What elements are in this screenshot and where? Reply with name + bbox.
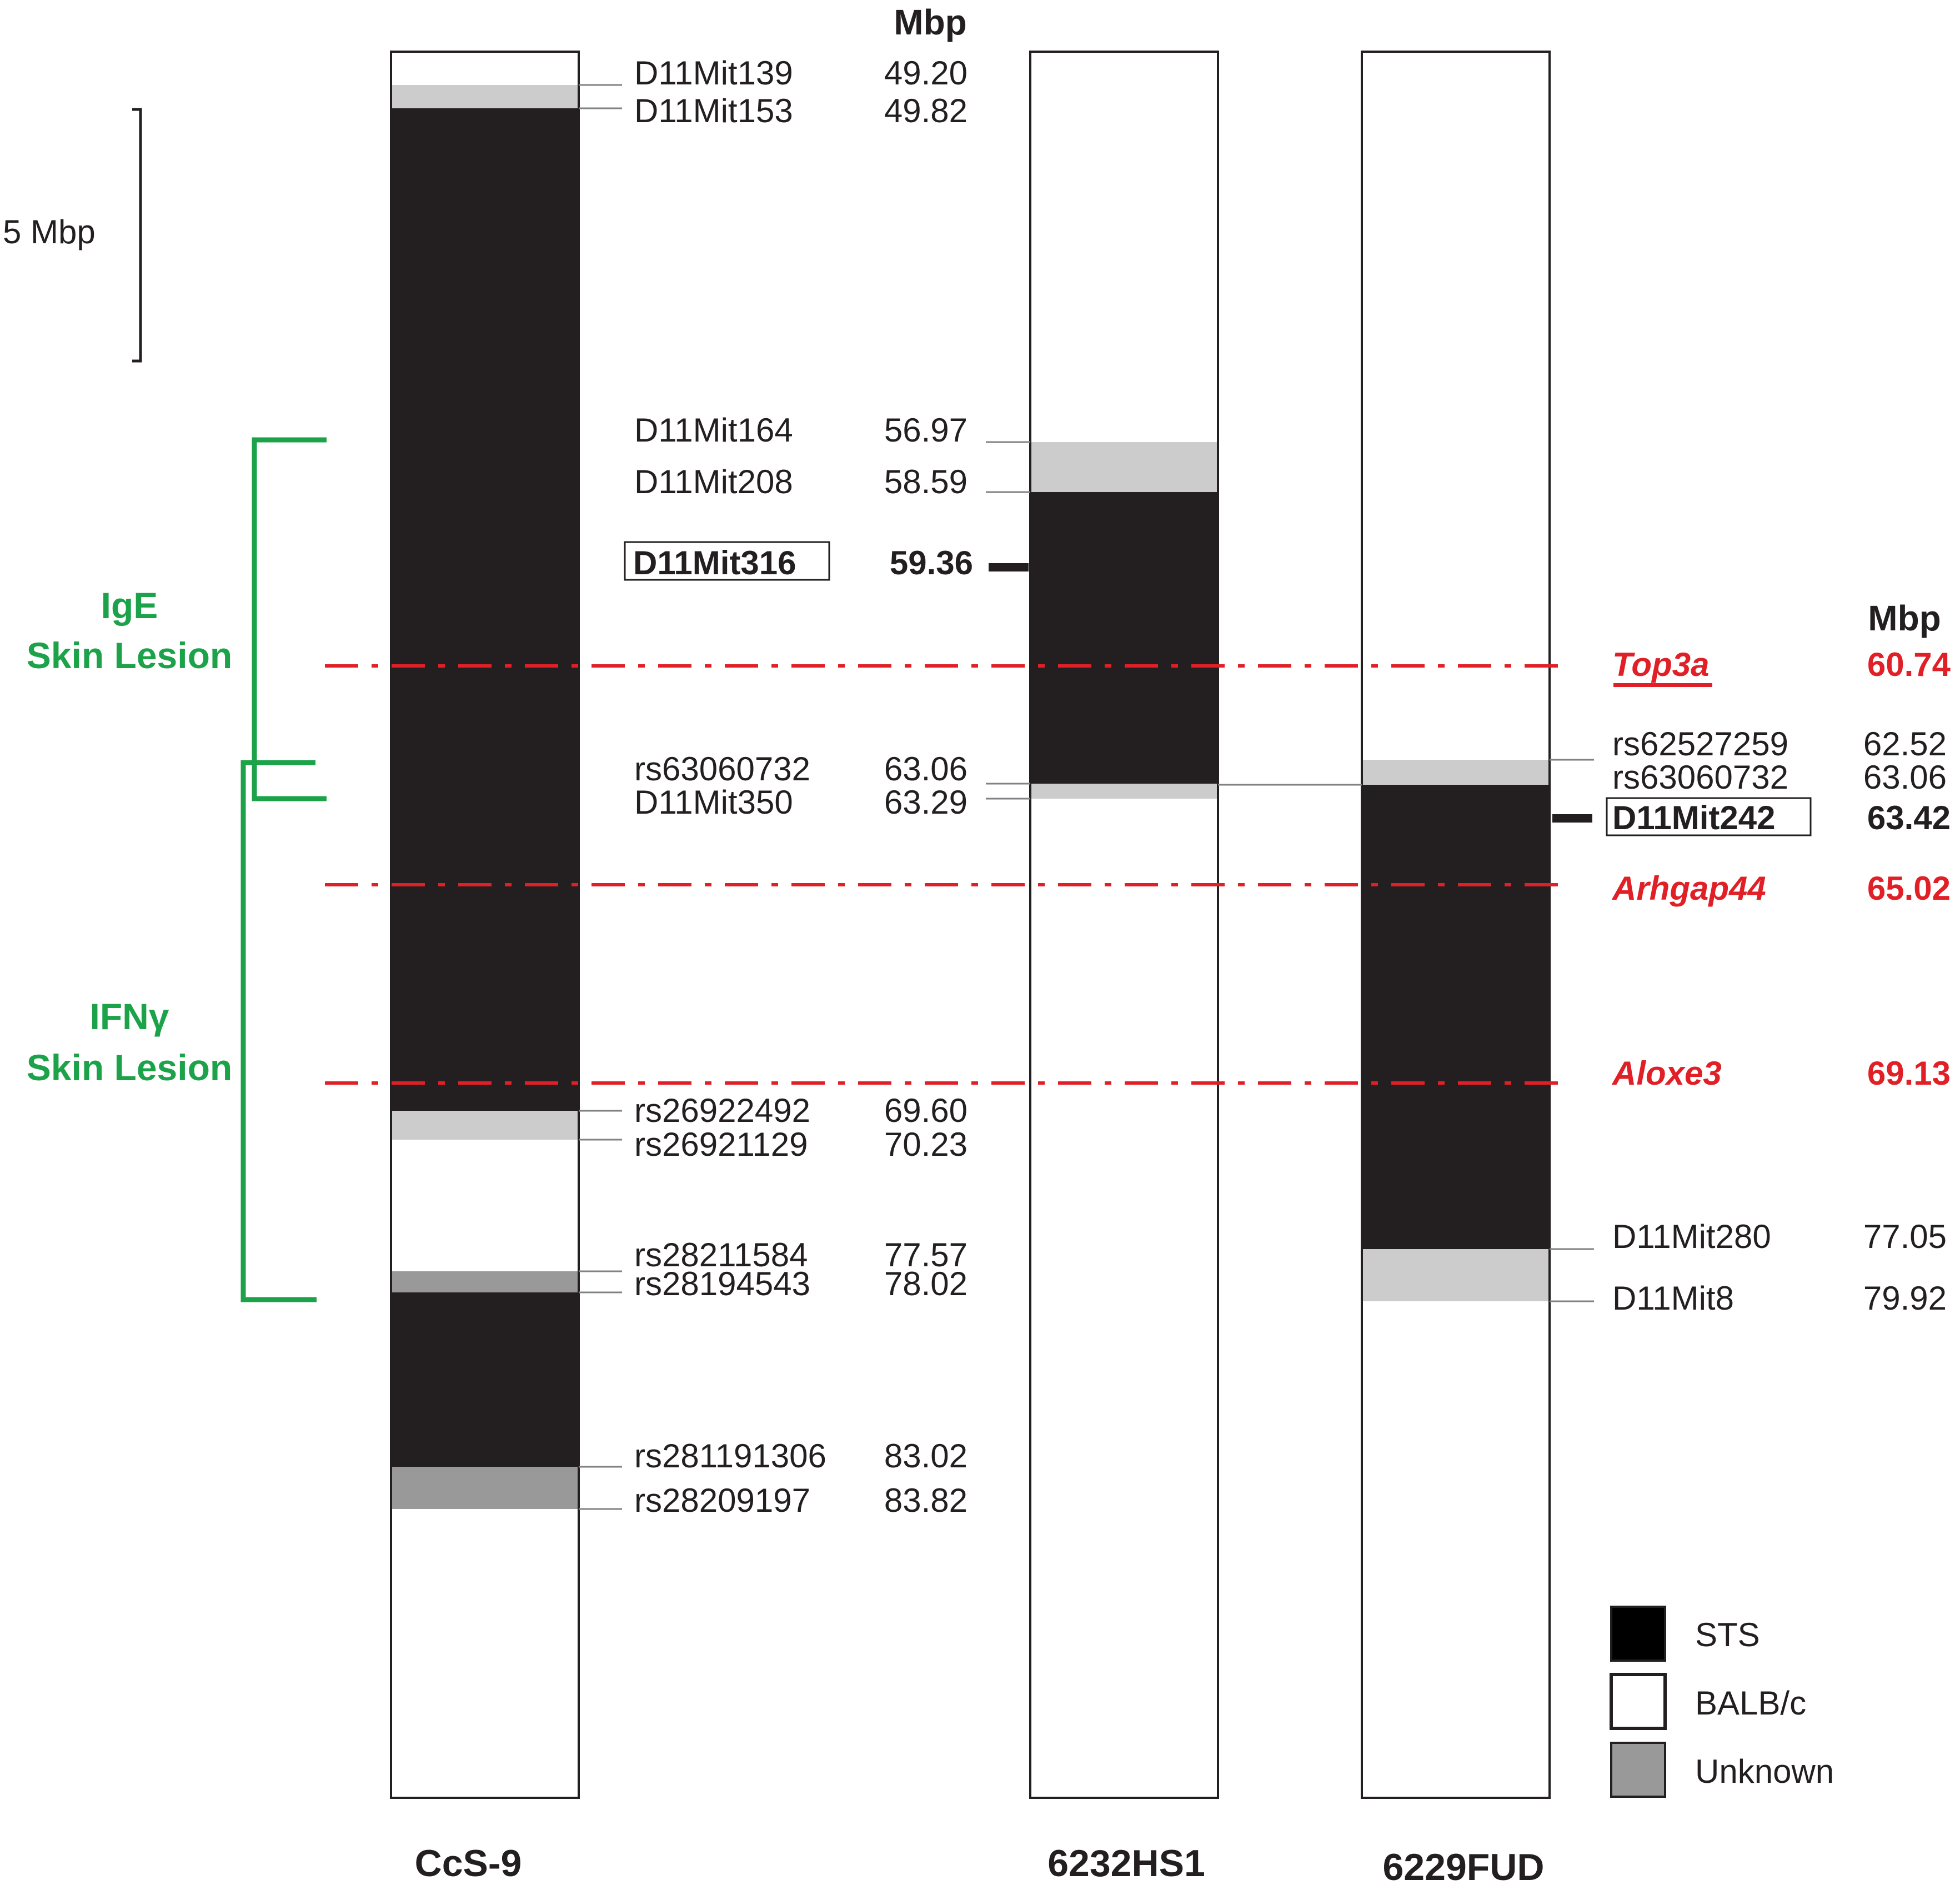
ige-bracket (252, 437, 327, 801)
segment-unknown (391, 1111, 579, 1140)
marker-name: D11Mit139 (634, 54, 793, 92)
marker-mbp-highlight: 59.36 (890, 544, 973, 581)
mbp-header-right: Mbp (1868, 598, 1941, 638)
segment-sts (1362, 785, 1550, 1249)
legend-swatch-sts (1610, 1606, 1666, 1662)
marker-name: D11Mit208 (634, 463, 793, 500)
segment-unknown (391, 85, 579, 108)
qtl-label-line2: Skin Lesion (27, 635, 232, 676)
legend-label: BALB/c (1695, 1685, 1806, 1722)
marker-mbp: 79.92 (1863, 1280, 1947, 1317)
d11mit242-tick (1552, 814, 1592, 823)
segment-unknown (391, 1467, 579, 1509)
marker-name-highlight: D11Mit242 (1612, 799, 1776, 836)
marker-name: rs62527259 (1612, 725, 1788, 763)
scale-bar-label: 5 Mbp (3, 213, 96, 250)
marker-mbp: 63.29 (884, 784, 968, 821)
d11mit316-box (624, 541, 830, 581)
qtl-label-line1: IgE (101, 585, 158, 626)
ccs9-marker-ticks (579, 84, 1594, 1510)
segment-unknown (1030, 442, 1218, 492)
marker-name: rs63060732 (1612, 759, 1788, 796)
gene-lines (325, 664, 1562, 1085)
marker-name: rs28209197 (634, 1482, 810, 1519)
ccs9-marker-labels: D11Mit139 49.20 D11Mit153 49.82 D11Mit16… (624, 54, 973, 1519)
legend-label: Unknown (1695, 1753, 1834, 1790)
segment-unknown (1030, 784, 1218, 799)
marker-name: rs281191306 (634, 1437, 826, 1475)
marker-name-highlight: D11Mit316 (633, 544, 796, 581)
marker-mbp: 69.60 (884, 1092, 968, 1129)
legend: STS BALB/c Unknown (1610, 1606, 1834, 1798)
qtl-labels: IgE Skin Lesion IFNγ Skin Lesion (27, 585, 232, 1088)
qtl-label-line2: Skin Lesion (27, 1047, 232, 1088)
scale-bar: 5 Mbp (3, 108, 142, 363)
ifng-bracket (240, 760, 317, 1302)
marker-mbp: 49.82 (884, 92, 968, 129)
segment-unknown (1362, 760, 1550, 785)
marker-mbp: 63.06 (1863, 759, 1947, 796)
marker-mbp: 56.97 (884, 412, 968, 449)
marker-name: rs26921129 (634, 1126, 808, 1163)
marker-name: rs28194543 (634, 1265, 810, 1302)
gene-underline (1613, 683, 1712, 687)
strain-label: 6229FUD (1382, 1846, 1544, 1888)
marker-mbp: 83.82 (884, 1482, 968, 1519)
marker-mbp: 58.59 (884, 463, 968, 500)
marker-name: D11Mit350 (634, 784, 793, 821)
mbp-header-left: Mbp (894, 2, 967, 42)
segment-sts (1030, 492, 1218, 784)
gene-mbp: 69.13 (1867, 1055, 1951, 1092)
marker-mbp: 63.06 (884, 750, 968, 788)
marker-name: rs63060732 (634, 750, 810, 788)
strain-labels: CcS-9 6232HS1 6229FUD (415, 1842, 1545, 1888)
marker-mbp: 62.52 (1863, 725, 1947, 763)
fud-marker-labels: rs62527259 62.52 rs63060732 63.06 D11Mit… (1606, 725, 1951, 1317)
d11mit242-box (1606, 797, 1812, 836)
gene-mbp: 65.02 (1867, 870, 1951, 907)
gene-labels: Top3a 60.74 Arhgap44 65.02 Aloxe3 69.13 (1611, 646, 1951, 1092)
qtl-brackets (240, 437, 327, 1302)
strain-label: CcS-9 (415, 1842, 522, 1884)
marker-name: D11Mit164 (634, 412, 793, 449)
chromosome-6232hs1 (1029, 51, 1219, 1799)
qtl-label-line1: IFNγ (89, 996, 169, 1037)
marker-name: D11Mit280 (1612, 1218, 1771, 1255)
marker-name: rs28211584 (634, 1236, 808, 1274)
legend-swatch-balbc (1610, 1673, 1667, 1730)
gene-name: Aloxe3 (1611, 1055, 1722, 1092)
gene-mbp: 60.74 (1867, 646, 1951, 683)
strain-label: 6232HS1 (1047, 1842, 1205, 1884)
marker-mbp-highlight: 63.42 (1867, 799, 1951, 836)
gene-name: Arhgap44 (1611, 870, 1766, 907)
segment-unknown (1362, 1249, 1550, 1301)
gene-name: Top3a (1612, 646, 1709, 683)
marker-mbp: 78.02 (884, 1265, 968, 1302)
marker-mbp: 70.23 (884, 1126, 968, 1163)
marker-name: D11Mit153 (634, 92, 793, 129)
chromosome-ccs9 (390, 51, 580, 1799)
marker-mbp: 83.02 (884, 1437, 968, 1475)
marker-mbp: 77.57 (884, 1236, 968, 1274)
marker-name: D11Mit8 (1612, 1280, 1734, 1317)
segment-unknown (391, 1271, 579, 1292)
marker-mbp: 49.20 (884, 54, 968, 92)
legend-swatch-unknown (1610, 1742, 1666, 1798)
segment-sts (391, 1292, 579, 1467)
d11mit316-tick (989, 563, 1029, 571)
chromosome-6229fud (1361, 51, 1551, 1799)
legend-label: STS (1695, 1616, 1760, 1653)
marker-mbp: 77.05 (1863, 1218, 1947, 1255)
segment-sts (391, 108, 579, 1111)
marker-name: rs26922492 (634, 1092, 810, 1129)
